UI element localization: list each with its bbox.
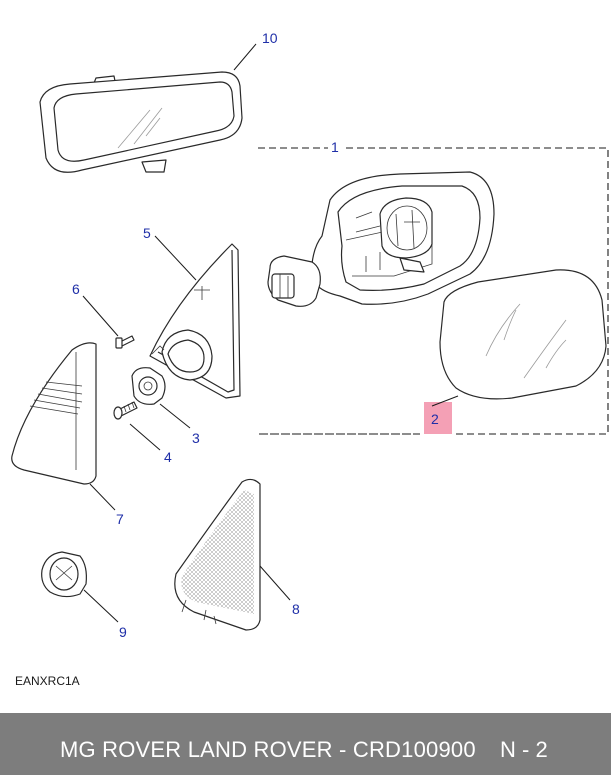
cover-plug[interactable] [41,551,87,598]
mesh-cover[interactable] [174,478,261,631]
footer-bar: MG ROVER LAND ROVER - CRD100900 N - 2 [0,713,611,775]
mirror-glass[interactable] [439,269,607,400]
callout-8: 8 [292,601,300,617]
interior-mirror[interactable] [39,71,243,173]
adaptor-ring[interactable] [131,367,166,405]
trim-panel-7[interactable] [11,342,97,485]
reference-code: EANXRC1A [15,674,80,688]
highlight-part-2 [424,402,452,434]
mirror-assembly-boundary [258,147,609,435]
callout-7: 7 [116,511,124,527]
footer-part-number: MG ROVER LAND ROVER - CRD100900 [60,737,476,762]
door-mirror-housing[interactable] [267,171,495,307]
callout-9: 9 [119,624,127,640]
mirror-base[interactable] [149,243,241,399]
callout-5: 5 [143,225,151,241]
callout-1: 1 [331,139,339,155]
callout-6: 6 [72,281,80,297]
leader-lines [82,43,459,623]
screw-4[interactable] [113,401,138,420]
footer-page-label: N - 2 [500,737,548,762]
callout-4: 4 [164,449,172,465]
callout-2: 2 [431,411,439,427]
screw-6[interactable] [115,335,135,349]
callout-3: 3 [192,430,200,446]
callout-10: 10 [262,30,278,46]
